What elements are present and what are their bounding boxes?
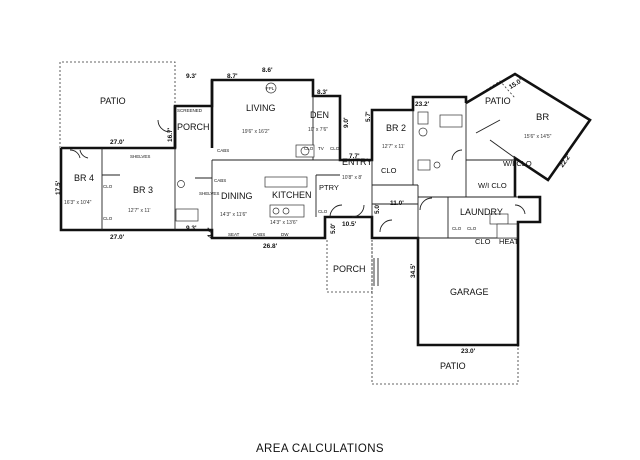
dim-23-0: 23.0' <box>461 348 476 355</box>
dim-10-5: 10.5' <box>342 221 357 228</box>
interior-walls <box>101 96 518 239</box>
room-patio-west: PATIO <box>100 96 126 106</box>
room-br4: BR 4 <box>74 173 94 183</box>
room-dining: DINING <box>221 191 253 201</box>
room-porch-screened: PORCH <box>177 122 210 132</box>
dim-8-3: 8.3' <box>317 89 328 96</box>
room-den-size: 10' x 7'6" <box>308 127 328 133</box>
room-br2: BR 2 <box>386 123 406 133</box>
label-clo-br2: CLO <box>381 166 397 175</box>
room-br3-size: 12'7" x 11' <box>128 208 151 214</box>
room-screened: SCREENED <box>177 108 203 113</box>
label-clo-laundry-2: CLO <box>467 226 477 231</box>
label-clo-laundry-3: CLO <box>475 237 491 246</box>
room-patio-ne: PATIO <box>485 96 511 106</box>
room-living-size: 19'6" x 16'2" <box>242 129 270 135</box>
room-br3: BR 3 <box>133 185 153 195</box>
label-clo-laundry-1: CLO <box>452 226 462 231</box>
dim-9-3-top: 9.3' <box>186 73 197 80</box>
room-ptry: PTRY <box>319 183 339 192</box>
dim-16-7: 16.7' <box>167 127 174 142</box>
room-garage: GARAGE <box>450 287 489 297</box>
room-br4-size: 16'3" x 10'4" <box>64 200 92 206</box>
label-cabs-dining: CABS <box>214 178 226 183</box>
label-heat: HEAT <box>499 237 519 246</box>
label-cabs-living: CABS <box>217 148 229 153</box>
room-kitchen: KITCHEN <box>272 190 312 200</box>
label-seat: SEAT <box>228 232 240 237</box>
fixtures <box>175 111 518 239</box>
dim-9-3-bottom: 9.3' <box>186 225 197 232</box>
room-entry: ENTRY <box>342 157 372 167</box>
room-br-master-size: 15'6" x 14'5" <box>524 134 552 140</box>
label-clo-br4: CLO <box>103 184 113 189</box>
dim-17-5: 17.5' <box>55 180 62 195</box>
room-kitchen-size: 14'3" x 13'6" <box>270 220 298 226</box>
dim-9-0: 9.0' <box>343 117 350 128</box>
room-dining-size: 14'3" x 11'6" <box>220 212 247 218</box>
room-living: LIVING <box>246 103 276 113</box>
small-labels: CLO CLO CLO CLO HEAT CLO CLO SHELVES SHE… <box>103 146 519 246</box>
room-br-master: BR <box>536 112 549 123</box>
room-entry-size: 10'8" x 8' <box>342 175 362 181</box>
fireplace-label: FPL <box>266 86 275 91</box>
dim-26-8: 26.8' <box>263 243 278 250</box>
room-wi-clo-1: W/I CLO <box>503 159 532 168</box>
room-porch-front: PORCH <box>333 264 366 274</box>
label-shelves-br3: SHELVES <box>199 191 219 196</box>
label-den-tv: TV <box>318 146 324 151</box>
label-clo-br3: CLO <box>103 216 113 221</box>
dim-34-5: 34.5' <box>410 263 417 278</box>
exterior-walls <box>59 72 592 347</box>
dim-5-0-a: 5.0' <box>374 203 381 214</box>
dim-8-6: 8.6' <box>262 67 273 74</box>
dim-27-0-bottom: 27.0' <box>110 234 125 241</box>
dimension-labels: 9.3' 8.7' 8.6' 8.3' 23.2' 15.0' 16.7' 9.… <box>55 67 573 355</box>
dim-7-7: 7.7' <box>349 153 360 160</box>
dim-22-2: 22.2' <box>559 153 573 169</box>
dim-11-0: 11.0' <box>390 200 404 207</box>
room-br2-size: 12'7" x 11' <box>382 144 405 150</box>
label-den-clo2: CLO <box>330 146 340 151</box>
label-den-clo: CLO <box>304 146 314 151</box>
room-laundry: LAUNDRY <box>460 207 503 217</box>
label-cabs-bottom: CABS <box>253 232 265 237</box>
label-clo-ptry: CLO <box>318 209 328 214</box>
room-patio-south: PATIO <box>440 361 466 371</box>
label-shelves-br4: SHELVES <box>130 154 150 159</box>
dim-5-7: 5.7' <box>365 111 372 122</box>
dim-5-0-b: 5.0' <box>330 223 337 234</box>
room-labels: PATIO SCREENED PORCH LIVING 19'6" x 16'2… <box>64 82 552 371</box>
room-wi-clo-2: W/I CLO <box>478 181 507 190</box>
room-den: DEN <box>310 110 329 120</box>
dim-23-2: 23.2' <box>415 101 430 108</box>
doors <box>69 119 526 286</box>
dim-4-4: 4.4' <box>207 227 214 238</box>
dim-8-7: 8.7' <box>227 73 238 80</box>
label-dw: DW <box>281 232 289 237</box>
area-calculations-caption: AREA CALCULATIONS <box>255 443 384 455</box>
dim-27-0-top: 27.0' <box>110 139 125 146</box>
